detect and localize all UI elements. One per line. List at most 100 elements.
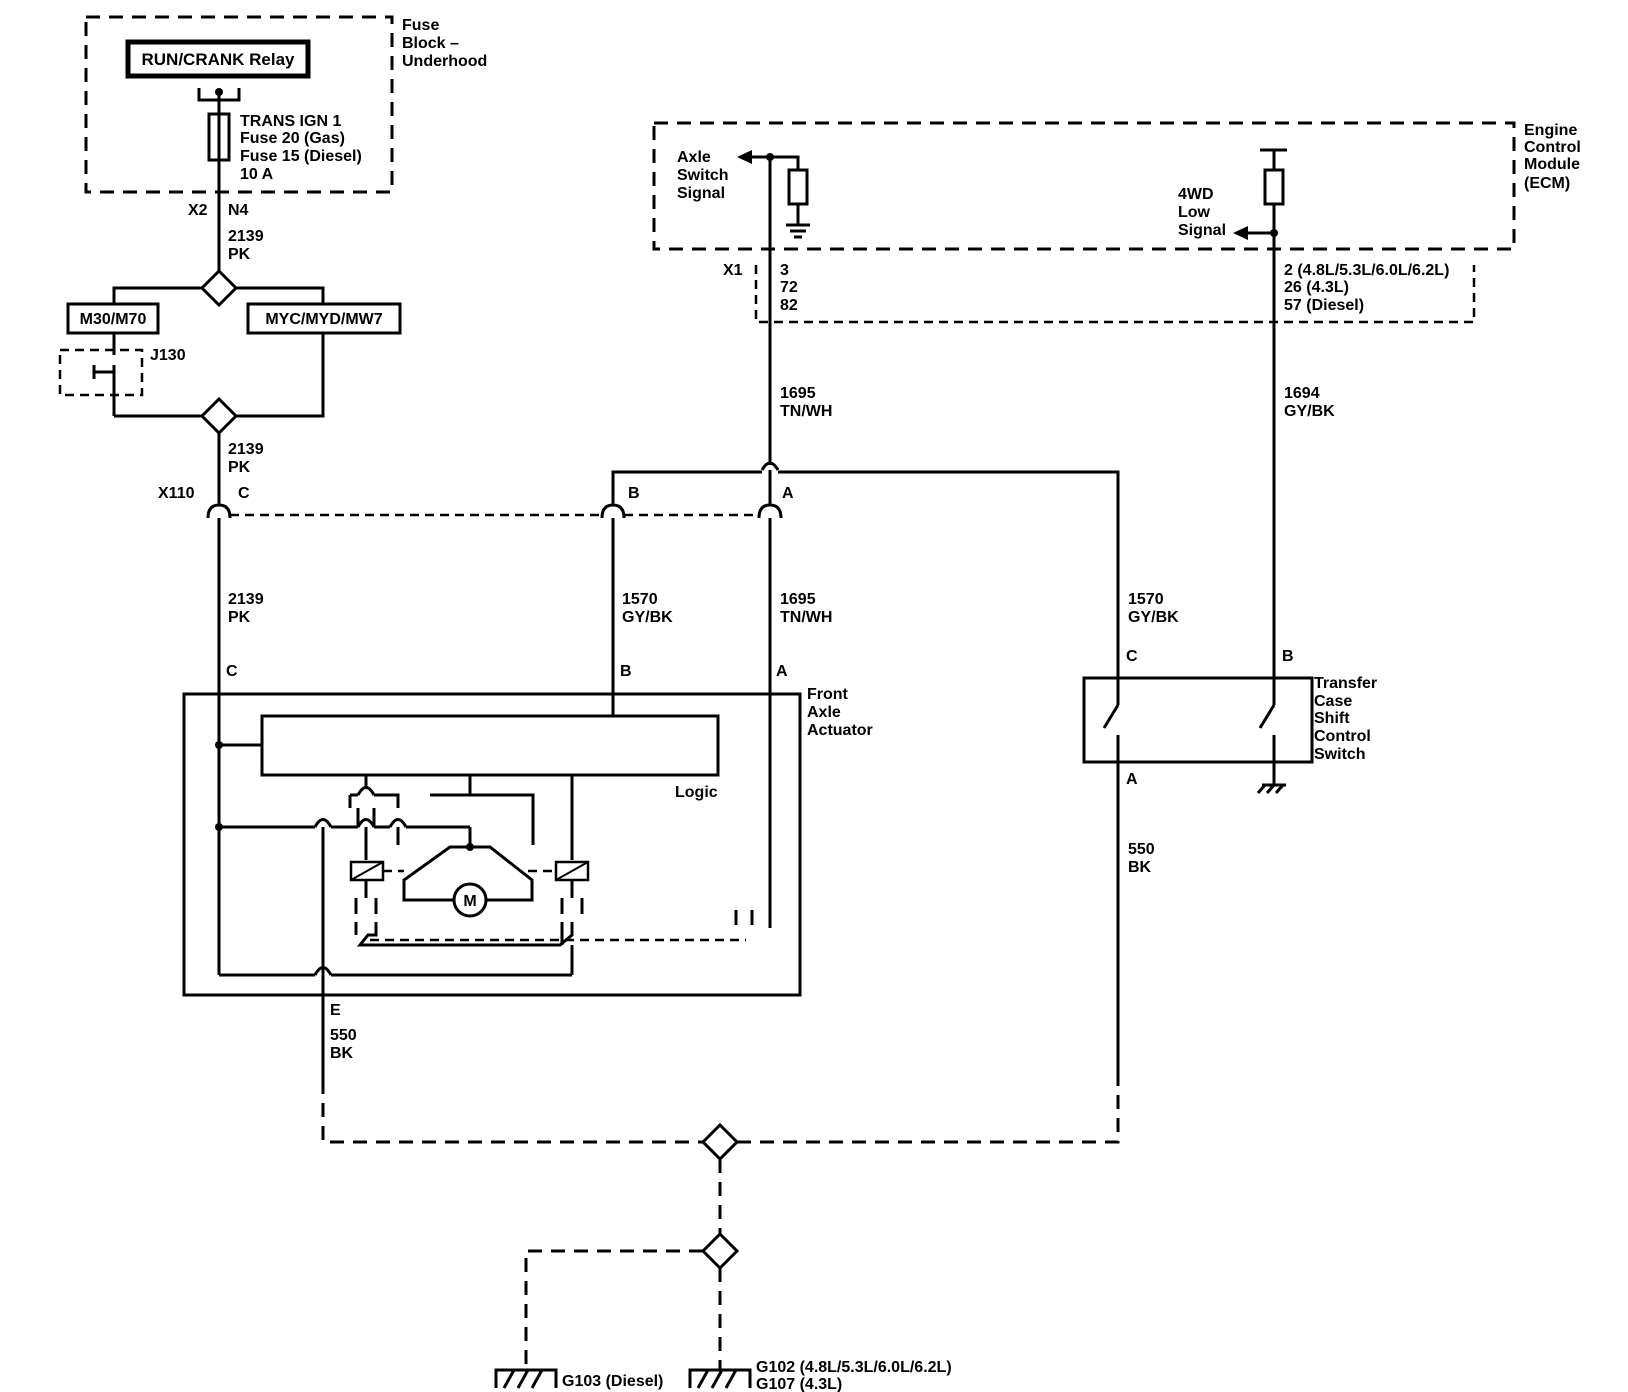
ground-icon-g102 bbox=[688, 1368, 752, 1389]
switch-icon bbox=[1102, 678, 1120, 762]
transfer-pin-b: B bbox=[1282, 648, 1294, 665]
ecm-left-pin-2: 72 bbox=[780, 279, 798, 296]
axle-signal-3: Signal bbox=[677, 185, 725, 202]
axle-signal-2: Switch bbox=[677, 167, 729, 184]
ground-icon-2 bbox=[1256, 783, 1286, 794]
option-branch: M30/M70 MYC/MYD/MW7 J130 bbox=[58, 192, 402, 505]
switch-icon-2 bbox=[1258, 678, 1276, 785]
arrow-left-icon-2 bbox=[1233, 226, 1248, 240]
actuator-pin-e: E bbox=[330, 1002, 341, 1019]
x110-connector: X110 C B A bbox=[158, 485, 794, 519]
splice-icon bbox=[199, 268, 239, 308]
ground-icon bbox=[786, 204, 810, 239]
wire-1570-color-right: GY/BK bbox=[1128, 609, 1179, 626]
wire-2139-num-mid: 2139 bbox=[228, 441, 264, 458]
low-signal-3: Signal bbox=[1178, 222, 1226, 239]
engine-control-module: Engine Control Module (ECM) Axle Switch … bbox=[652, 121, 1581, 251]
wire-2139-color-top: PK bbox=[228, 246, 251, 263]
x1-connector-outline bbox=[754, 265, 1476, 324]
ecm-title-2: Control bbox=[1524, 139, 1581, 156]
fuse-block-title-3: Underhood bbox=[402, 53, 487, 70]
option-label-m30: M30/M70 bbox=[80, 311, 147, 328]
axle-signal-1: Axle bbox=[677, 149, 711, 166]
transfer-switch-housing bbox=[1082, 676, 1314, 764]
x1-connector-label: X1 bbox=[723, 262, 743, 279]
ecm-right-pin-1: 2 (4.8L/5.3L/6.0L/6.2L) bbox=[1284, 262, 1449, 279]
fuse-block-title-1: Fuse bbox=[402, 17, 439, 34]
ecm-right-pin-3: 57 (Diesel) bbox=[1284, 297, 1364, 314]
wire-1570-num-left: 1570 bbox=[622, 591, 658, 608]
fuse-label-2: Fuse 20 (Gas) bbox=[240, 130, 345, 147]
wire-1695-color-top: TN/WH bbox=[780, 403, 832, 420]
wire-2139-color-bot: PK bbox=[228, 609, 251, 626]
relay-contact-left bbox=[354, 880, 378, 914]
j130-splice-pack bbox=[58, 348, 144, 397]
option-box-myc bbox=[246, 302, 402, 335]
x110-label: X110 bbox=[158, 485, 195, 502]
wire-550-num-left: 550 bbox=[330, 1027, 357, 1044]
actuator-pin-a: A bbox=[776, 663, 788, 680]
motor-icon bbox=[452, 882, 488, 918]
transfer-title-2: Case bbox=[1314, 693, 1352, 710]
wire-2139-num-bot: 2139 bbox=[228, 591, 264, 608]
wire-1695-num-bot: 1695 bbox=[780, 591, 816, 608]
relay-contact-right bbox=[560, 880, 584, 914]
g107-label: G107 (4.3L) bbox=[756, 1376, 842, 1392]
fuse-label-1: TRANS IGN 1 bbox=[240, 113, 341, 130]
actuator-title-2: Axle bbox=[807, 704, 841, 721]
wire-550-color-left: BK bbox=[330, 1045, 354, 1062]
ecm-right-pin-2: 26 (4.3L) bbox=[1284, 279, 1349, 296]
fuse-block: Fuse Block – Underhood RUN/CRANK Relay T… bbox=[84, 15, 487, 194]
resistor-icon-2 bbox=[1263, 168, 1285, 206]
front-axle-actuator: C B A Front Axle Actuator Logic bbox=[182, 663, 873, 997]
transfer-pin-a: A bbox=[1126, 771, 1138, 788]
arrow-left-icon bbox=[737, 150, 752, 164]
ecm-title-4: (ECM) bbox=[1524, 175, 1570, 192]
low-signal-2: Low bbox=[1178, 204, 1211, 221]
wire-550-num-right: 550 bbox=[1128, 841, 1155, 858]
g102-label: G102 (4.8L/5.3L/6.0L/6.2L) bbox=[756, 1359, 952, 1376]
motor-label: M bbox=[463, 893, 476, 910]
wire-1695-num-top: 1695 bbox=[780, 385, 816, 402]
n4-pin-label: N4 bbox=[228, 202, 249, 219]
ecm-left-pin-1: 3 bbox=[780, 262, 789, 279]
wire-2139-num-top: 2139 bbox=[228, 228, 264, 245]
relay-label: RUN/CRANK Relay bbox=[141, 50, 295, 69]
transfer-case-switch: C B Transfer Case Shift Control Switch bbox=[1082, 648, 1377, 794]
actuator-title-1: Front bbox=[807, 686, 849, 703]
ground-network bbox=[321, 1080, 1120, 1389]
wire-1695-color-bot: TN/WH bbox=[780, 609, 832, 626]
option-box-m30 bbox=[66, 302, 160, 335]
fuse-label-3: Fuse 15 (Diesel) bbox=[240, 148, 362, 165]
transfer-pin-c: C bbox=[1126, 648, 1138, 665]
ecm-title-1: Engine bbox=[1524, 122, 1577, 139]
splice-icon-3 bbox=[700, 1122, 740, 1162]
transfer-title-5: Switch bbox=[1314, 746, 1366, 763]
low-signal-1: 4WD bbox=[1178, 186, 1214, 203]
actuator-title-3: Actuator bbox=[807, 722, 873, 739]
x110-pin-a: A bbox=[782, 485, 794, 502]
transfer-title-3: Shift bbox=[1314, 710, 1350, 727]
fuse-label-4: 10 A bbox=[240, 166, 274, 183]
ecm-left-pin-3: 82 bbox=[780, 297, 798, 314]
transfer-title-4: Control bbox=[1314, 728, 1371, 745]
wire-1694-num: 1694 bbox=[1284, 385, 1320, 402]
motor-bridge-left bbox=[402, 845, 470, 902]
x2-connector-label: X2 bbox=[188, 202, 208, 219]
resistor-icon bbox=[787, 168, 809, 206]
g103-label: G103 (Diesel) bbox=[562, 1373, 663, 1390]
transfer-title-1: Transfer bbox=[1314, 675, 1377, 692]
wire-550-color-right: BK bbox=[1128, 859, 1152, 876]
actuator-pin-c: C bbox=[226, 663, 238, 680]
fuse-block-title-2: Block – bbox=[402, 35, 459, 52]
logic-block bbox=[260, 714, 720, 777]
wire-2139-color-mid: PK bbox=[228, 459, 251, 476]
wire-1694-color: GY/BK bbox=[1284, 403, 1335, 420]
option-label-myc: MYC/MYD/MW7 bbox=[265, 311, 382, 328]
wire-crossover bbox=[760, 461, 780, 471]
wire-1570-color-left: GY/BK bbox=[622, 609, 673, 626]
splice-icon-2 bbox=[199, 396, 239, 436]
j130-label: J130 bbox=[150, 347, 186, 364]
run-crank-relay bbox=[125, 39, 311, 79]
